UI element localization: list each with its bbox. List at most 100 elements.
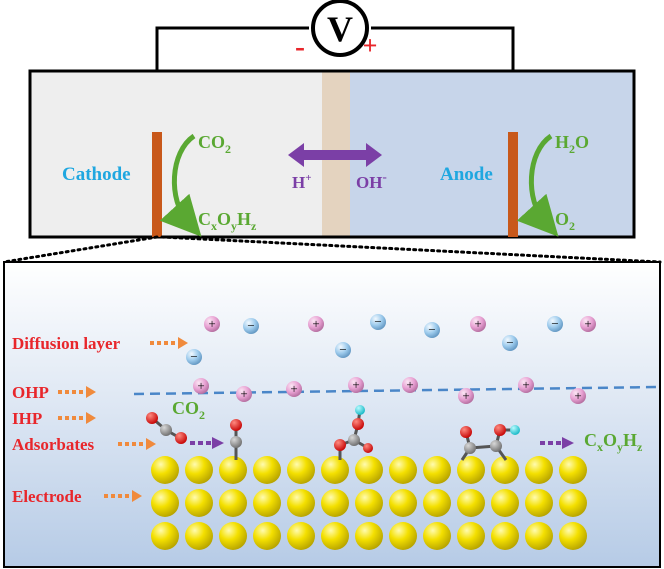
ohp-plane-line bbox=[133, 385, 661, 396]
anion: − bbox=[424, 322, 440, 338]
electrode-atom bbox=[185, 522, 213, 550]
anion: − bbox=[370, 314, 386, 330]
electrode-atom bbox=[423, 489, 451, 517]
electrode-atom bbox=[287, 489, 315, 517]
electrode-atom bbox=[525, 522, 553, 550]
electrode-atom bbox=[423, 456, 451, 484]
electrode-atom bbox=[457, 522, 485, 550]
electrode-atom bbox=[491, 456, 519, 484]
electrode-atom bbox=[151, 489, 179, 517]
electrode-atom bbox=[321, 522, 349, 550]
electrode-atom bbox=[321, 456, 349, 484]
electrode-atom bbox=[389, 522, 417, 550]
cation: + bbox=[193, 378, 209, 394]
cation-sign: + bbox=[312, 316, 319, 331]
adsorbates-label: Adsorbates bbox=[12, 435, 95, 454]
co2-molecule bbox=[146, 412, 187, 444]
adsorbate-co bbox=[230, 419, 242, 460]
ion-transport-arrow bbox=[288, 143, 382, 167]
cathode-reaction-arrow bbox=[159, 133, 202, 237]
electrode-atom bbox=[457, 456, 485, 484]
electrode-atom bbox=[525, 456, 553, 484]
cations: + + + + + + + + + + + + bbox=[193, 316, 596, 404]
anion: − bbox=[502, 335, 518, 351]
electrode-atom bbox=[219, 456, 247, 484]
electrode-atom bbox=[389, 456, 417, 484]
cathode-reactant: CO2 bbox=[198, 132, 231, 156]
cation-sign: + bbox=[584, 316, 591, 331]
electrode-atom bbox=[355, 522, 383, 550]
cathode-product: CxOyHz bbox=[198, 209, 257, 233]
electrode-atom bbox=[253, 522, 281, 550]
product-label: CxOyHz bbox=[584, 430, 643, 454]
cell-outline bbox=[28, 69, 636, 239]
adsorbate-c2 bbox=[460, 424, 520, 461]
adsorption-arrow bbox=[190, 437, 224, 449]
voltmeter-plus: + bbox=[363, 31, 378, 60]
anion: − bbox=[335, 342, 351, 358]
anions: − − − − − − − bbox=[186, 314, 563, 365]
cation: + bbox=[402, 377, 418, 393]
interface-background bbox=[3, 261, 661, 568]
electrode-atom bbox=[355, 489, 383, 517]
electrode-label: Electrode bbox=[12, 487, 82, 506]
cation: + bbox=[308, 316, 324, 332]
anode-product: O2 bbox=[555, 209, 575, 233]
electrode-atoms bbox=[151, 456, 587, 550]
electrode-atom bbox=[389, 489, 417, 517]
electrode-atom bbox=[525, 489, 553, 517]
cation: + bbox=[570, 388, 586, 404]
anode-compartment bbox=[350, 71, 634, 237]
anode-reactant: H2O bbox=[555, 132, 589, 156]
cation-sign: + bbox=[522, 377, 529, 392]
electrochemical-cell: V - + Cathode Anode CO2 CxOyHz H2O O2 H+… bbox=[28, 0, 636, 239]
anion-sign: − bbox=[374, 314, 381, 329]
cation-sign: + bbox=[574, 388, 581, 403]
electrode-atom bbox=[287, 522, 315, 550]
cation: + bbox=[286, 381, 302, 397]
electrode-atom bbox=[253, 456, 281, 484]
cation: + bbox=[518, 377, 534, 393]
voltmeter-symbol: V bbox=[327, 9, 353, 49]
cation-sign: + bbox=[406, 377, 413, 392]
electrode-atom bbox=[253, 489, 281, 517]
electrode-atom bbox=[219, 522, 247, 550]
anion-sign: − bbox=[339, 342, 346, 357]
anion-sign: − bbox=[506, 335, 513, 350]
cation: + bbox=[236, 386, 252, 402]
cation-sign: + bbox=[208, 316, 215, 331]
cation: + bbox=[580, 316, 596, 332]
electrode-atom bbox=[559, 456, 587, 484]
anion-sign: − bbox=[551, 316, 558, 331]
cation-sign: + bbox=[197, 378, 204, 393]
cation: + bbox=[204, 316, 220, 332]
anode-reaction-arrow bbox=[516, 133, 559, 237]
cation-sign: + bbox=[352, 377, 359, 392]
cation: + bbox=[458, 388, 474, 404]
electrode-atom bbox=[457, 489, 485, 517]
ihp-label: IHP bbox=[12, 409, 42, 428]
electrode-atom bbox=[423, 522, 451, 550]
electrode-atom bbox=[491, 489, 519, 517]
cation: + bbox=[348, 377, 364, 393]
anion: − bbox=[243, 318, 259, 334]
cation-sign: + bbox=[290, 381, 297, 396]
ion-oh-label: OH- bbox=[356, 169, 387, 192]
electrode-atom bbox=[219, 489, 247, 517]
cation-sign: + bbox=[240, 386, 247, 401]
cation: + bbox=[470, 316, 486, 332]
cation-sign: + bbox=[462, 388, 469, 403]
electrode-atom bbox=[559, 489, 587, 517]
voltmeter-minus: - bbox=[295, 30, 305, 63]
cathode-compartment bbox=[30, 71, 322, 237]
voltmeter: V - + bbox=[295, 0, 378, 63]
cathode-label: Cathode bbox=[62, 164, 131, 185]
zoom-connector-left bbox=[2, 235, 159, 264]
electrode-atom bbox=[491, 522, 519, 550]
label-pointer-arrows bbox=[58, 337, 188, 502]
electrode-atom bbox=[321, 489, 349, 517]
adsorbate-cooh bbox=[334, 405, 373, 460]
co2-label: CO2 bbox=[172, 398, 205, 422]
ion-h-label: H+ bbox=[292, 172, 312, 192]
